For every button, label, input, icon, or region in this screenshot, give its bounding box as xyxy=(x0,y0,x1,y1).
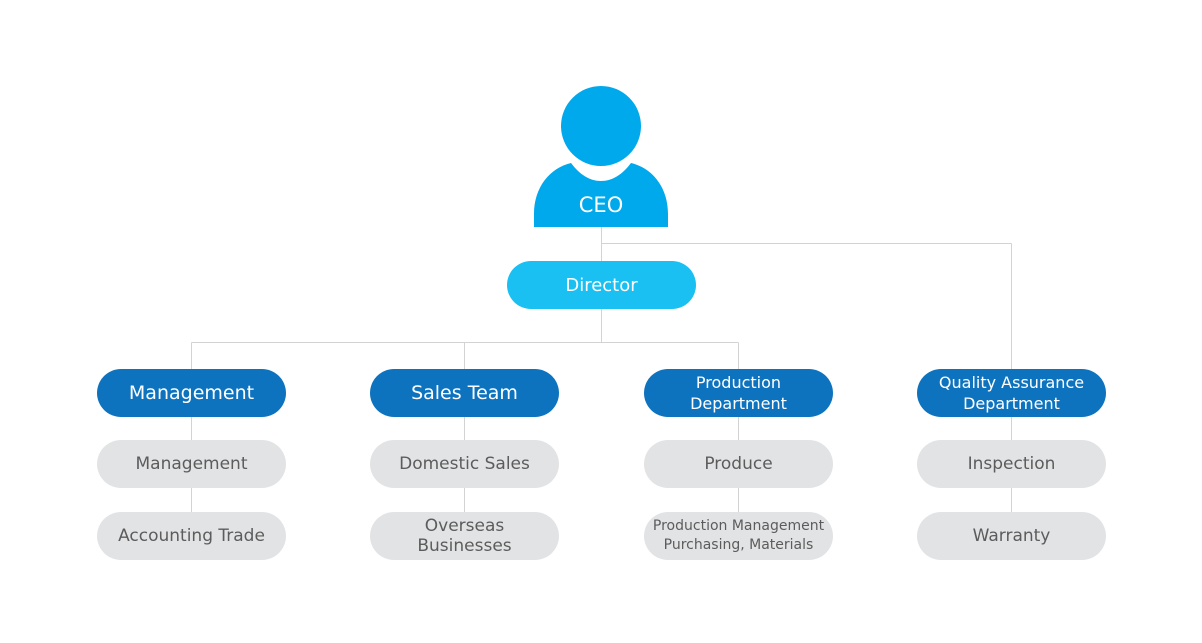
ceo-body xyxy=(534,163,668,227)
ceo-person-icon xyxy=(534,86,668,227)
department-quality-assurance: Quality Assurance Department xyxy=(917,369,1106,417)
sub-unit-produce: Produce xyxy=(644,440,833,488)
sub-unit-domestic-sales: Domestic Sales xyxy=(370,440,559,488)
sub-unit-accounting-trade: Accounting Trade xyxy=(97,512,286,560)
sub-unit-warranty: Warranty xyxy=(917,512,1106,560)
director-box: Director xyxy=(507,261,696,309)
sub-unit-production-management: Production Management Purchasing, Materi… xyxy=(644,512,833,560)
sub-unit-inspection: Inspection xyxy=(917,440,1106,488)
department-sales-team: Sales Team xyxy=(370,369,559,417)
department-production-label: Production Department xyxy=(690,373,787,413)
department-production: Production Department xyxy=(644,369,833,417)
ceo-head xyxy=(561,86,641,166)
department-quality-assurance-label: Quality Assurance Department xyxy=(938,373,1085,413)
ceo-label: CEO xyxy=(578,193,624,217)
sub-unit-overseas-businesses: Overseas Businesses xyxy=(370,512,559,560)
department-management: Management xyxy=(97,369,286,417)
department-sales-team-label: Sales Team xyxy=(411,382,518,404)
sub-unit-management: Management xyxy=(97,440,286,488)
director-label: Director xyxy=(565,274,638,296)
department-management-label: Management xyxy=(128,382,255,404)
